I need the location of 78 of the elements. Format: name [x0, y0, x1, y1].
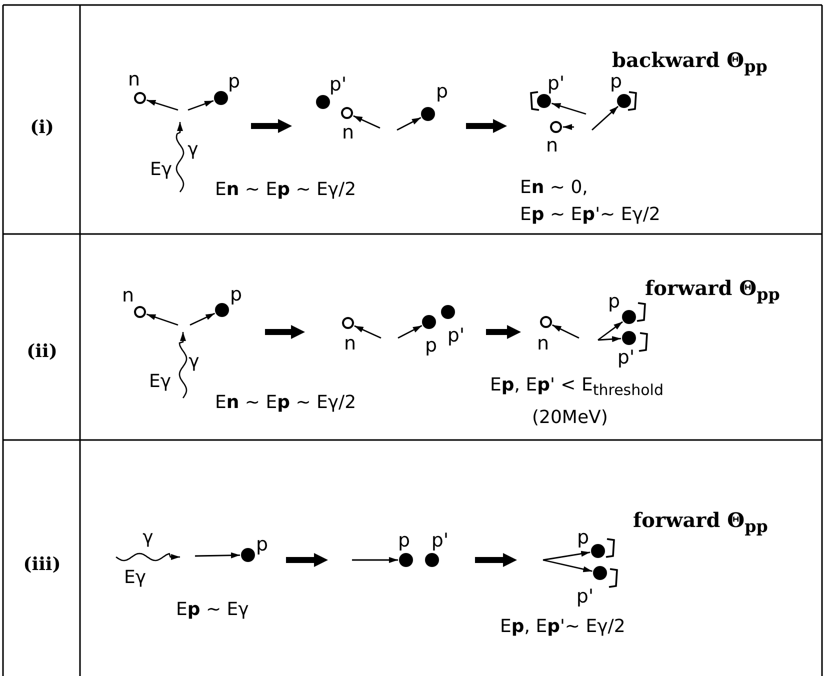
row-label: (ii): [26, 342, 58, 362]
energy-formula: Eγ: [150, 160, 172, 180]
momentum-arrow: [592, 106, 619, 131]
particle-dot: [617, 94, 631, 108]
particle-circle: [341, 107, 353, 119]
particle-label: p: [608, 292, 620, 312]
energy-formula: Ep, Ep'~ Eγ/2: [500, 617, 626, 637]
energy-formula: γ: [188, 352, 200, 372]
particle-label: n: [546, 136, 558, 156]
particle-dot: [591, 544, 605, 558]
momentum-arrow: [354, 325, 382, 339]
momentum-arrow: [542, 550, 590, 561]
energy-formula: En ~ Ep ~ Eγ/2: [215, 393, 356, 413]
momentum-arrow: [398, 325, 422, 339]
momentum-arrow: [598, 321, 623, 341]
particle-dot: [316, 95, 330, 109]
particle-label: p: [576, 528, 590, 548]
momentum-arrow: [352, 557, 398, 563]
particle-label: p: [424, 336, 438, 356]
row-label: (i): [30, 118, 54, 138]
momentum-arrow: [563, 124, 574, 130]
energy-formula: Eγ: [148, 372, 172, 392]
particle-label: p': [617, 348, 635, 368]
momentum-arrow: [542, 559, 592, 572]
particle-dot: [622, 310, 636, 324]
particle-label: n: [536, 334, 550, 354]
momentum-arrow: [396, 117, 422, 131]
energy-formula: γ: [142, 528, 154, 548]
particle-label: n: [344, 334, 356, 354]
particle-label: n: [122, 286, 134, 306]
particle-label: p: [436, 82, 448, 102]
scattering-angle-label: forward Θ$_{pp}$: [633, 508, 768, 536]
particle-dot: [214, 91, 228, 105]
particle-circle: [134, 306, 146, 318]
particle-dot: [422, 315, 436, 329]
momentum-arrow: [194, 552, 240, 558]
particle-label: p: [230, 284, 242, 306]
momentum-arrow: [598, 336, 622, 342]
particle-dot: [399, 553, 413, 567]
particle-dot: [441, 305, 455, 319]
particle-dot: [241, 548, 255, 562]
particle-circle: [134, 92, 146, 104]
momentum-arrow: [353, 115, 380, 129]
particle-label: p': [547, 74, 565, 94]
momentum-arrow: [188, 100, 214, 111]
particle-label: p': [329, 74, 347, 96]
particle-circle: [550, 121, 562, 133]
momentum-arrow: [146, 99, 178, 111]
particle-circle: [540, 316, 552, 328]
energy-formula: γ: [188, 140, 198, 160]
particle-dot: [537, 94, 551, 108]
particle-label: p: [256, 534, 268, 556]
particle-label: p': [576, 586, 594, 608]
particle-dot: [215, 303, 229, 317]
particle-label: p: [398, 530, 410, 552]
particle-label: n: [128, 70, 140, 90]
particle-dot: [421, 107, 435, 121]
particle-dot: [593, 566, 607, 580]
momentum-arrow: [190, 312, 216, 326]
particle-label: n: [342, 122, 354, 144]
energy-formula: En ~ 0,: [520, 178, 588, 198]
energy-formula: (20MeV): [532, 408, 608, 428]
particle-circle: [342, 317, 354, 329]
momentum-arrow: [552, 324, 580, 339]
energy-formula: Ep ~ Eγ: [176, 600, 249, 620]
energy-formula: Ep ~ Ep'~ Eγ/2: [520, 205, 660, 225]
energy-formula: En ~ Ep ~ Eγ/2: [215, 180, 356, 200]
particle-dot: [622, 331, 636, 345]
energy-formula: Ep, Ep' < E$_{threshold}$: [490, 375, 664, 399]
momentum-arrow: [146, 314, 178, 326]
scattering-angle-label: forward Θ$_{pp}$: [645, 276, 780, 304]
particle-label: p: [228, 72, 240, 92]
particle-dot: [425, 553, 439, 567]
particle-label: p': [447, 326, 465, 346]
energy-formula: Eγ: [124, 568, 146, 588]
row-label: (iii): [23, 555, 61, 575]
momentum-arrow: [551, 102, 586, 115]
particle-label: p': [431, 530, 449, 552]
